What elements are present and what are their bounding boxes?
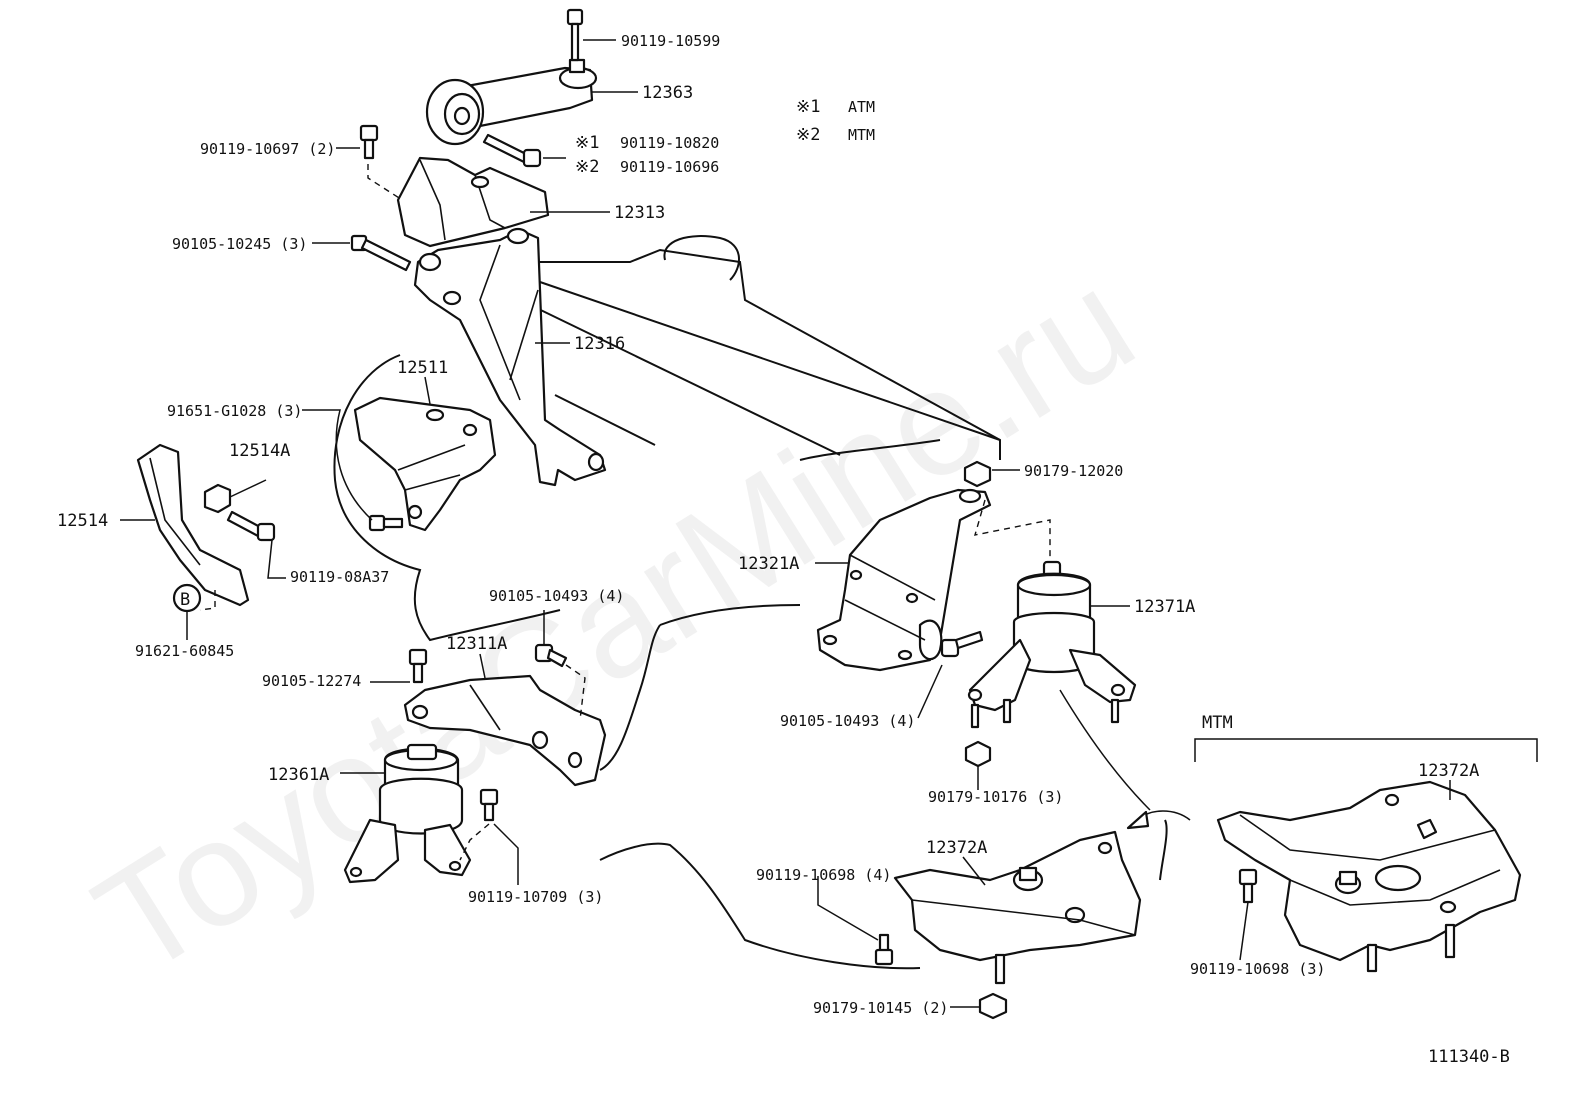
- label-12316: 12316: [574, 334, 625, 354]
- bolt-90119-10599: [566, 8, 584, 62]
- mtm-group-bracket: [1194, 738, 1538, 762]
- label-12361A: 12361A: [268, 765, 329, 785]
- label-90105-12274: 90105-12274: [262, 672, 361, 690]
- part-12372A-mount-right: [1216, 780, 1522, 973]
- part-12514A-spacer: [203, 483, 232, 514]
- diagram-code: 111340-B: [1428, 1047, 1510, 1067]
- label-90119-10697: 90119-10697 (2): [200, 140, 335, 158]
- part-12371A-mount: [967, 560, 1137, 729]
- nut-90179-10176: [964, 740, 992, 768]
- engine-block-outline: [333, 235, 1168, 970]
- bolt-90105-10493-lower: [940, 630, 984, 658]
- label-mtm-group: MTM: [1202, 713, 1233, 733]
- label-90105-10493-lower: 90105-10493 (4): [780, 712, 915, 730]
- bolt-90119-10709: [479, 788, 499, 822]
- label-12372A-left: 12372A: [926, 838, 987, 858]
- nut-90179-12020: [963, 460, 992, 488]
- label-12371A: 12371A: [1134, 597, 1195, 617]
- label-12514A: 12514A: [229, 441, 290, 461]
- nut-90179-10145: [978, 992, 1008, 1020]
- bolt-90119-10820: [482, 133, 542, 168]
- label-90119-10698-right: 90119-10698 (3): [1190, 960, 1325, 978]
- part-12313-bracket: [396, 156, 550, 248]
- label-91651-G1028: 91651-G1028 (3): [167, 402, 302, 420]
- label-90119-08A37: 90119-08A37: [290, 568, 389, 586]
- label-90119-10820-mark: ※1: [575, 133, 599, 153]
- legend: ※1 ATM ※2 MTM: [796, 97, 875, 145]
- label-90119-10696: 90119-10696: [620, 158, 719, 176]
- label-90119-10709: 90119-10709 (3): [468, 888, 603, 906]
- bolt-90119-08A37: [226, 510, 276, 542]
- label-90105-10245: 90105-10245 (3): [172, 235, 307, 253]
- bolt-90105-10493-upper: [534, 643, 568, 668]
- label-90119-10696-mark: ※2: [575, 157, 599, 177]
- label-12363: 12363: [642, 83, 693, 103]
- bolt-91651-G1028: [368, 514, 404, 532]
- bolt-90119-10698-right: [1238, 868, 1258, 904]
- part-12311A-bracket: [403, 674, 607, 787]
- part-12372A-mount-left: [893, 830, 1142, 985]
- label-12313: 12313: [614, 203, 665, 223]
- label-12321A: 12321A: [738, 554, 799, 574]
- label-90105-10493-upper: 90105-10493 (4): [489, 587, 624, 605]
- part-12514-bracket: [136, 443, 250, 607]
- circle-marker-b-text: B: [180, 590, 190, 610]
- legend-atm-text: ATM: [848, 98, 875, 116]
- label-12372A-right: 12372A: [1418, 761, 1479, 781]
- leader-lines: [120, 39, 1451, 1008]
- view-arrow: [1126, 810, 1191, 830]
- label-12311A: 12311A: [446, 634, 507, 654]
- part-12316-bracket: [413, 227, 607, 487]
- part-12363-torque-rod: [425, 58, 598, 146]
- part-12511-bracket: [353, 396, 497, 532]
- label-90119-10698-left: 90119-10698 (4): [756, 866, 891, 884]
- legend-mtm-text: MTM: [848, 126, 875, 144]
- label-90179-10176: 90179-10176 (3): [928, 788, 1063, 806]
- bolt-90119-10698-left: [874, 933, 894, 966]
- bolt-90105-12274: [408, 648, 428, 684]
- label-90119-10820: 90119-10820: [620, 134, 719, 152]
- circle-marker-b: [172, 583, 202, 613]
- label-12514: 12514: [57, 511, 108, 531]
- legend-mtm-mark: ※2: [796, 125, 820, 145]
- label-91621-60845: 91621-60845: [135, 642, 234, 660]
- bolt-90105-10245: [350, 234, 412, 272]
- label-90179-10145: 90179-10145 (2): [813, 999, 948, 1017]
- label-90179-12020: 90179-12020: [1024, 462, 1123, 480]
- label-12511: 12511: [397, 358, 448, 378]
- part-12361A-mount: [343, 743, 472, 884]
- label-90119-10599: 90119-10599: [621, 32, 720, 50]
- legend-atm-mark: ※1: [796, 97, 820, 117]
- part-12321A-bracket: [816, 488, 992, 672]
- bolt-90119-10697: [359, 124, 379, 160]
- part-labels: 90119-10599 12363 90119-10697 (2) ※1 901…: [57, 32, 1479, 1017]
